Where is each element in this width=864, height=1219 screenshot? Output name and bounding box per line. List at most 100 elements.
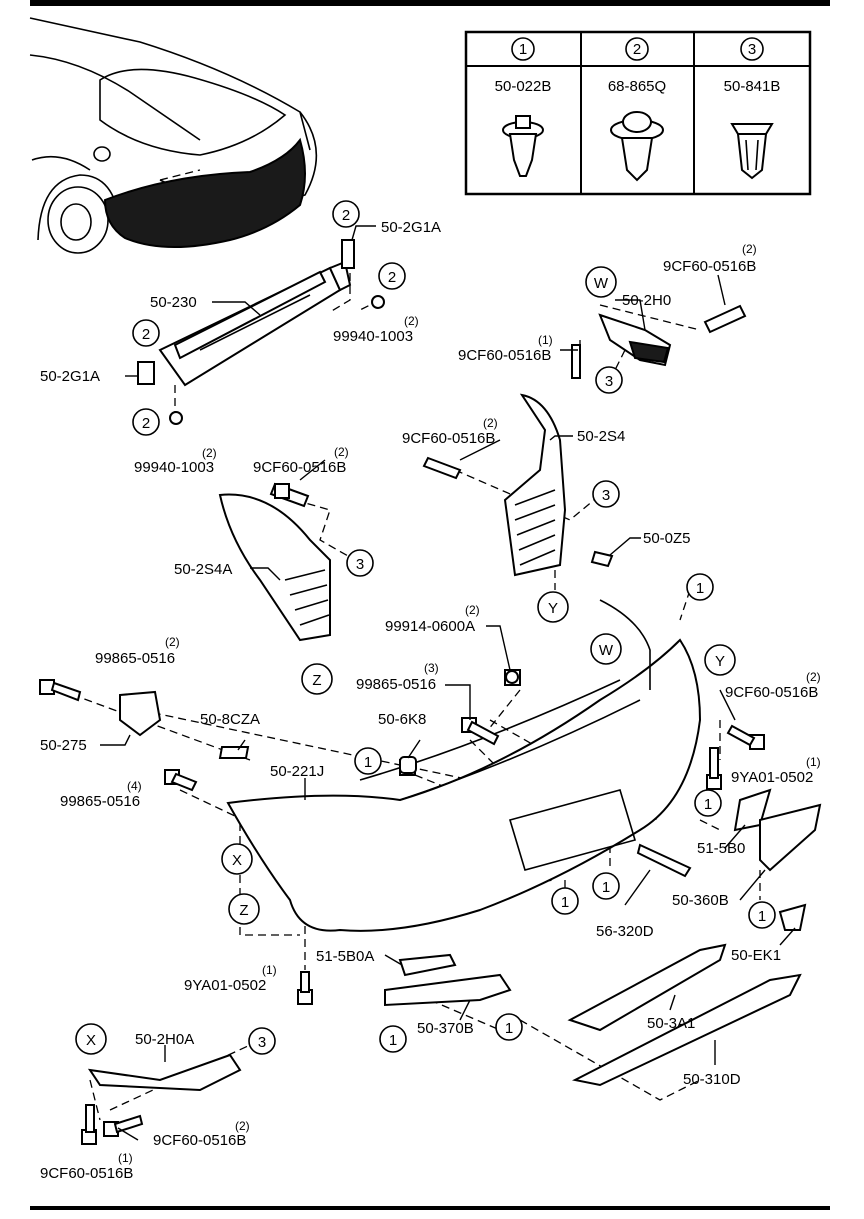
ref-1-a: 1: [686, 573, 714, 601]
svg-text:1: 1: [561, 894, 569, 911]
qty-99865-0516-mid: (3): [424, 661, 439, 675]
label-50-370b: 50-370B: [417, 1020, 474, 1037]
svg-text:3: 3: [356, 556, 364, 573]
label-50-2h0: 50-2H0: [622, 292, 671, 309]
part-labels: 50-2G1A 50-230 (2) 99940-1003 50-2G1A (2…: [40, 219, 821, 1182]
qty-9cf60-2s4a: (2): [334, 445, 349, 459]
svg-text:1: 1: [389, 1032, 397, 1049]
label-9cf60-y: 9CF60-0516B: [725, 684, 818, 701]
label-9cf60-hw: 9CF60-0516B: [663, 258, 756, 275]
label-9cf60-bot: 9CF60-0516B: [40, 1165, 133, 1182]
label-99865-0516-mid: 99865-0516: [356, 676, 436, 693]
qty-9cf60-bot: (1): [118, 1151, 133, 1165]
label-50-2h0a: 50-2H0A: [135, 1031, 194, 1048]
label-50-6k8: 50-6K8: [378, 711, 426, 728]
ref-2-c: 2: [132, 319, 160, 347]
vehicle-outline: [29, 17, 318, 254]
qty-9cf60-w1: (1): [538, 333, 553, 347]
ref-1-c: 1: [694, 789, 722, 817]
legend-code-2: 68-865Q: [608, 78, 666, 95]
ref-Z-top: Z: [301, 663, 333, 695]
ref-1-h: 1: [495, 1013, 523, 1041]
svg-text:3: 3: [602, 487, 610, 504]
qty-9ya01-l: (1): [262, 963, 277, 977]
label-99940-1003-b: 99940-1003: [134, 459, 214, 476]
qty-99914-0600a: (2): [465, 603, 480, 617]
svg-text:1: 1: [364, 754, 372, 771]
legend-header-2: 2: [633, 41, 641, 58]
qty-9cf60-x: (2): [235, 1119, 250, 1133]
svg-text:Y: Y: [715, 653, 725, 670]
svg-text:2: 2: [142, 326, 150, 343]
svg-text:3: 3: [605, 373, 613, 390]
label-9ya01-l: 9YA01-0502: [184, 977, 266, 994]
svg-text:1: 1: [704, 796, 712, 813]
ref-Z-mid: Z: [228, 893, 260, 925]
ref-2-d: 2: [132, 408, 160, 436]
clip-3-icon: [730, 123, 774, 180]
leader-lines: [100, 225, 796, 1141]
ref-W-top: W: [585, 266, 617, 298]
legend-code-1: 50-022B: [495, 78, 552, 95]
top-border: [30, 0, 830, 6]
label-99865-0516-top: 99865-0516: [95, 650, 175, 667]
qty-99940-1003-b: (2): [202, 446, 217, 460]
svg-text:Z: Z: [239, 902, 248, 919]
ref-W-mid: W: [590, 633, 622, 665]
label-9cf60-2s4a: 9CF60-0516B: [253, 459, 346, 476]
ref-2-a: 2: [332, 200, 360, 228]
qty-9cf60-y: (2): [806, 670, 821, 684]
svg-text:2: 2: [142, 415, 150, 432]
label-9ya01-r: 9YA01-0502: [731, 769, 813, 786]
label-99865-0516-bot: 99865-0516: [60, 793, 140, 810]
qty-9cf60-hw: (2): [742, 242, 757, 256]
rear-bumper-highlight: [103, 137, 306, 249]
ref-1-b: 1: [354, 747, 382, 775]
label-51-5b0a: 51-5B0A: [316, 948, 374, 965]
svg-text:X: X: [86, 1032, 96, 1049]
bracket-2s4a: [218, 482, 331, 642]
svg-text:W: W: [594, 275, 609, 292]
ref-X-bot: X: [75, 1023, 107, 1055]
svg-text:2: 2: [342, 207, 350, 224]
clip-legend-table: 1 2 3 50-022B 68-865Q 50-841B: [464, 30, 812, 196]
legend-header-3: 3: [748, 41, 756, 58]
svg-text:2: 2: [388, 269, 396, 286]
qty-99865-0516-top: (2): [165, 635, 180, 649]
qty-99940-1003-a: (2): [404, 314, 419, 328]
ref-Y-mid: Y: [704, 644, 736, 676]
label-50-2s4: 50-2S4: [577, 428, 625, 445]
label-99940-1003-a: 99940-1003: [333, 328, 413, 345]
label-50-ek1: 50-EK1: [731, 947, 781, 964]
svg-text:X: X: [232, 852, 242, 869]
clip-2-icon: [610, 111, 664, 182]
label-50-310d: 50-310D: [683, 1071, 741, 1088]
label-50-275: 50-275: [40, 737, 87, 754]
svg-text:1: 1: [696, 580, 704, 597]
svg-text:W: W: [599, 642, 614, 659]
ref-2-b: 2: [378, 262, 406, 290]
ref-1-d: 1: [592, 872, 620, 900]
ref-3-d: 3: [248, 1027, 276, 1055]
ref-Y-top: Y: [537, 591, 569, 623]
label-50-2s4a: 50-2S4A: [174, 561, 232, 578]
qty-9cf60-2s4: (2): [483, 416, 498, 430]
svg-text:1: 1: [758, 908, 766, 925]
bracket-2h0: [571, 304, 747, 379]
svg-text:3: 3: [258, 1034, 266, 1051]
label-50-2g1a-left: 50-2G1A: [40, 368, 100, 385]
legend-header-1: 1: [519, 41, 527, 58]
svg-text:Z: Z: [312, 672, 321, 689]
label-50-360b: 50-360B: [672, 892, 729, 909]
qty-9ya01-r: (1): [806, 755, 821, 769]
clip-1-icon: [502, 115, 544, 177]
svg-text:1: 1: [505, 1020, 513, 1037]
ref-3-b: 3: [592, 480, 620, 508]
label-50-221j: 50-221J: [270, 763, 324, 780]
label-9cf60-x: 9CF60-0516B: [153, 1132, 246, 1149]
lower-trim-pieces: [87, 788, 822, 1092]
reference-circles: 2 2 2 2 W 3 3 3 Y Z 1 W Y 1 1 X 1 1 Z 1 …: [75, 200, 776, 1055]
label-50-8cza: 50-8CZA: [200, 711, 260, 728]
ref-1-e: 1: [551, 887, 579, 915]
